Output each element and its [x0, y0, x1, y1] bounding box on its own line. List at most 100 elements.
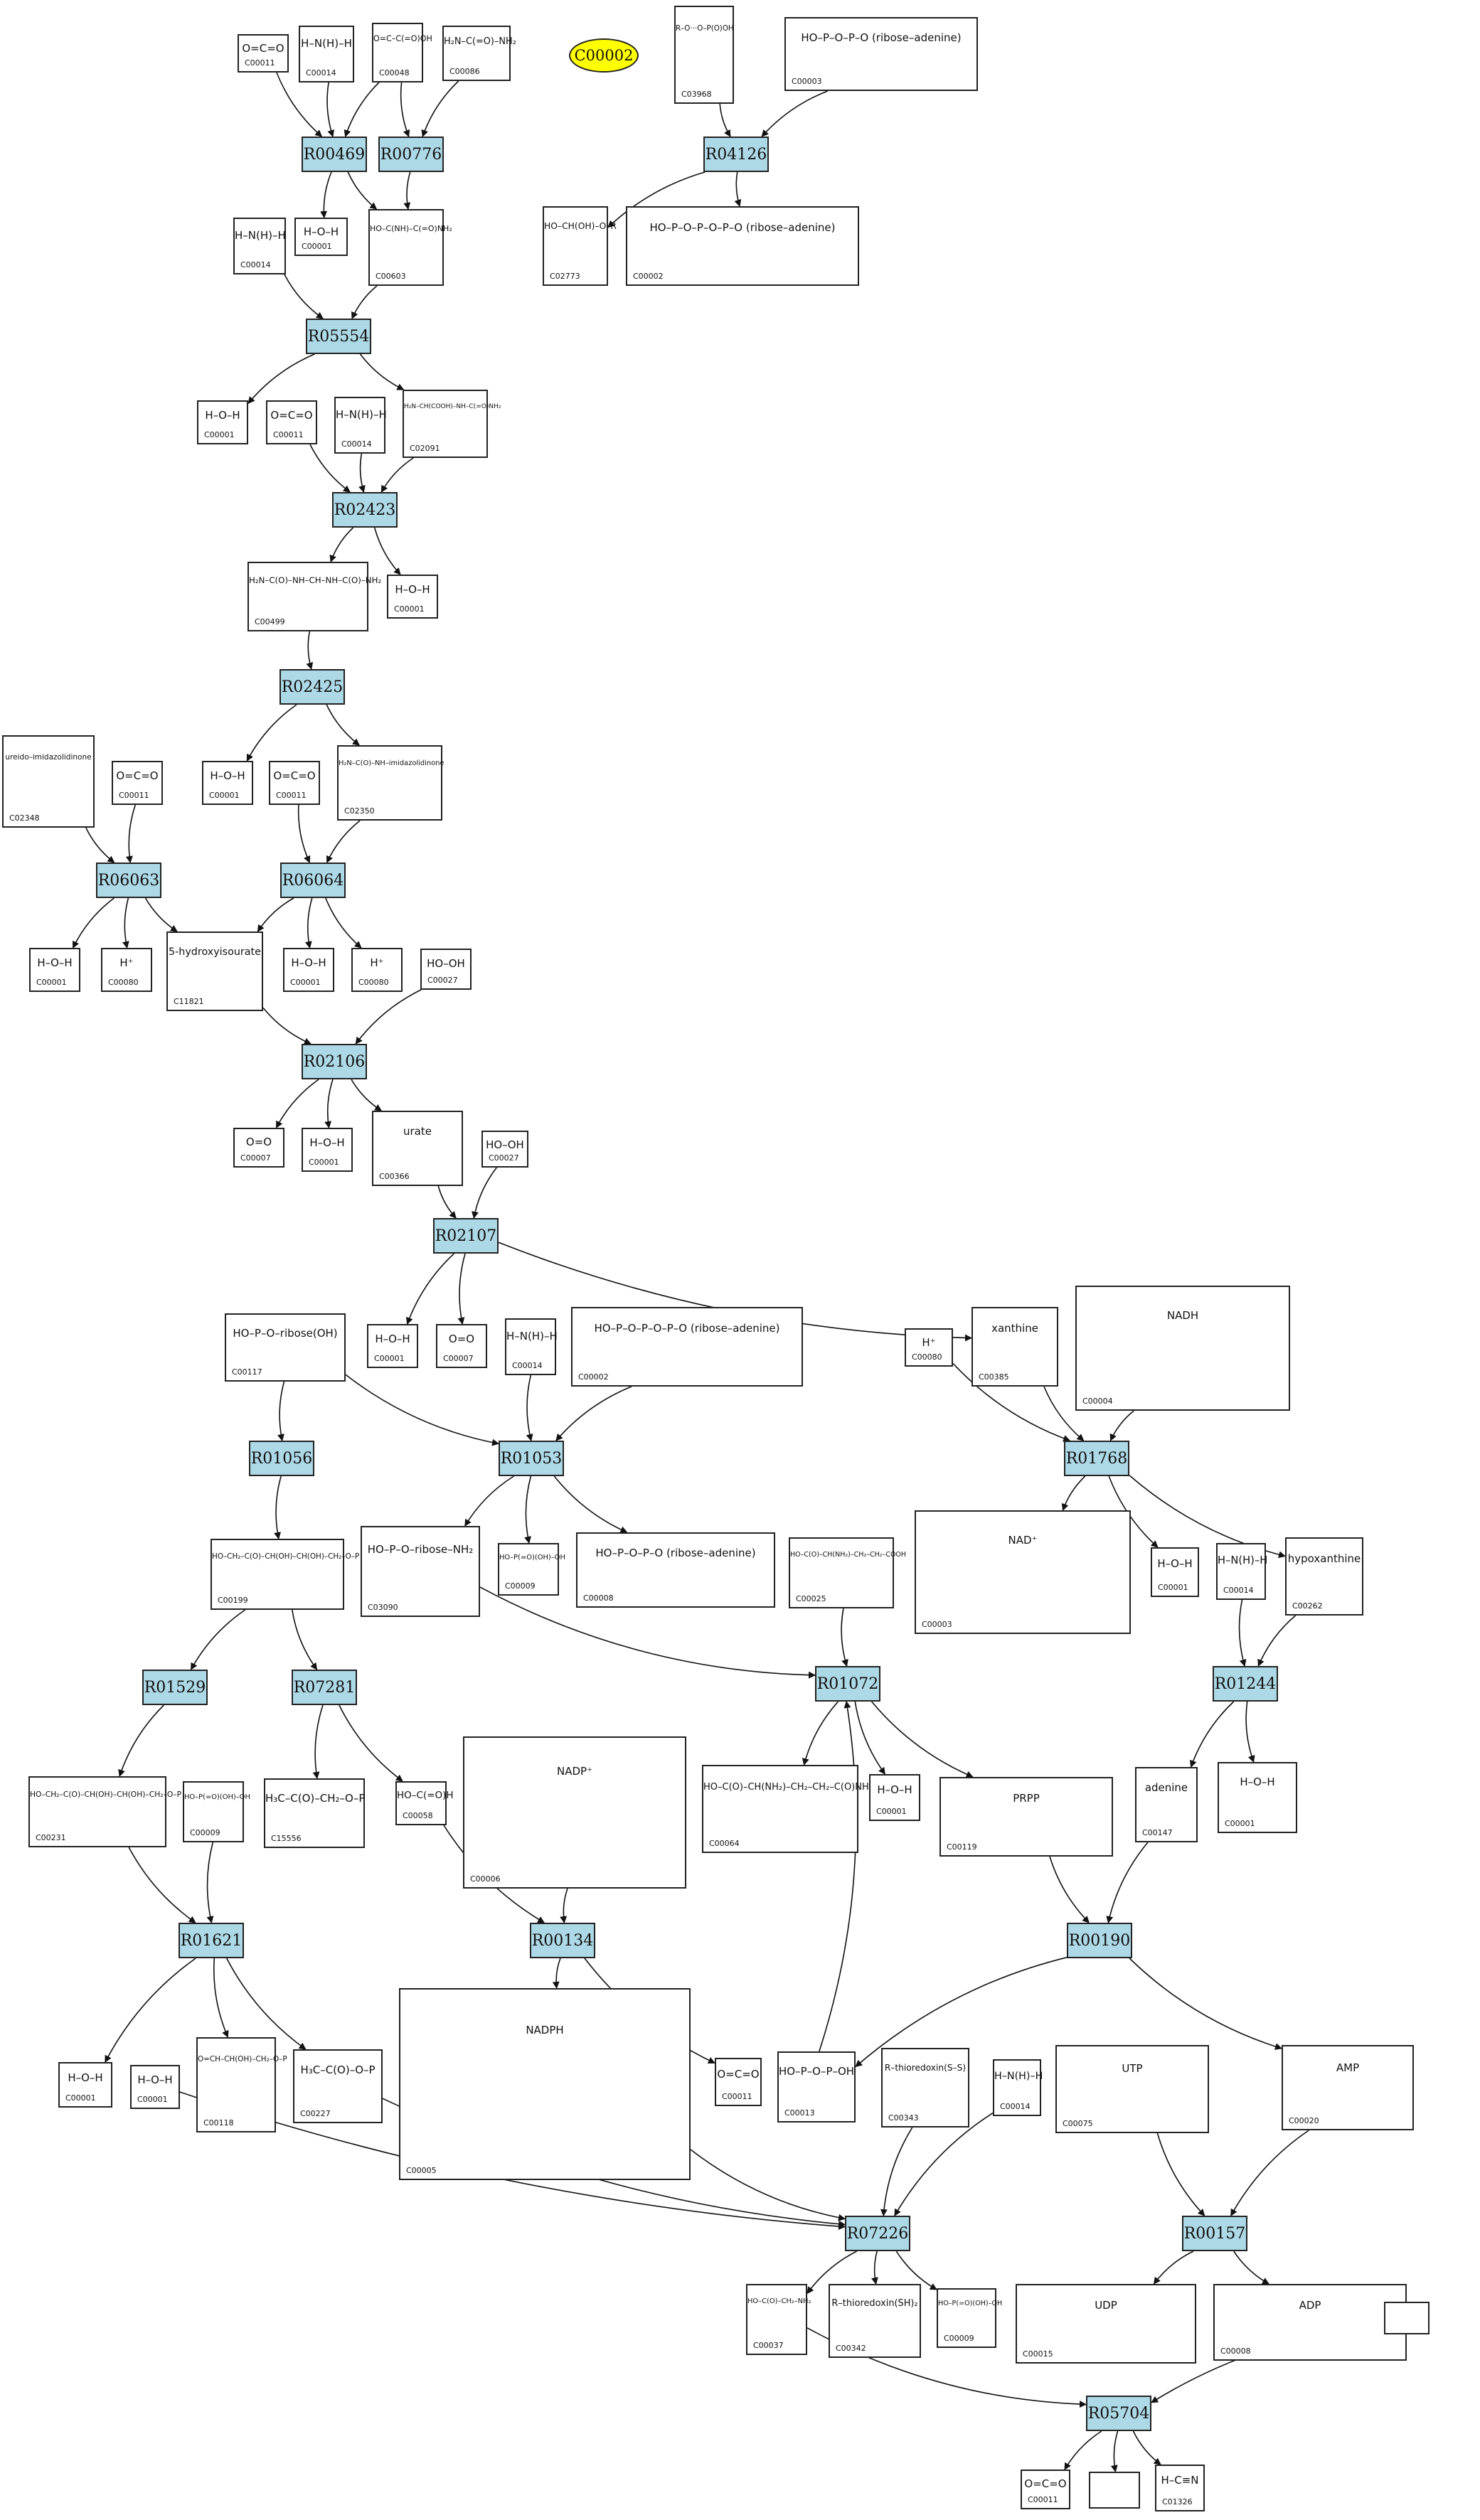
reaction-r01621[interactable]: R01621	[179, 1923, 244, 1958]
compound-blank-77[interactable]	[1089, 2472, 1140, 2509]
compound-c00002[interactable]: HO–P–O–P–O–P–O (ribose–adenine)C00002	[626, 206, 859, 286]
reaction-r01053[interactable]: R01053	[499, 1441, 564, 1476]
reaction-r02107[interactable]: R02107	[433, 1218, 499, 1254]
compound-c00080[interactable]: H⁺C00080	[905, 1328, 953, 1367]
reaction-r00469[interactable]: R00469	[302, 137, 367, 172]
reaction-r01768[interactable]: R01768	[1064, 1441, 1129, 1476]
compound-c00002[interactable]: HO–P–O–P–O–P–O (ribose–adenine)C00002	[571, 1307, 803, 1387]
reaction-r00190[interactable]: R00190	[1067, 1923, 1132, 1958]
reaction-r00157[interactable]: R00157	[1182, 2216, 1247, 2251]
reaction-r06063[interactable]: R06063	[96, 863, 161, 898]
compound-blank-75[interactable]	[1384, 2302, 1430, 2334]
reaction-r01529[interactable]: R01529	[142, 1670, 208, 1705]
reaction-r00134[interactable]: R00134	[530, 1923, 595, 1958]
reaction-r07226[interactable]: R07226	[845, 2216, 910, 2251]
reaction-r01056[interactable]: R01056	[249, 1441, 314, 1476]
reaction-r02425[interactable]: R02425	[280, 669, 345, 705]
reaction-r07281[interactable]: R07281	[292, 1670, 357, 1705]
reaction-r04126[interactable]: R04126	[703, 137, 769, 172]
compound-c00006[interactable]: NADP⁺C00006	[463, 1736, 686, 1889]
compound-c00117[interactable]: HO–P–O–ribose(OH)C00117	[225, 1313, 346, 1382]
reaction-r02106[interactable]: R02106	[302, 1044, 367, 1079]
reaction-r01244[interactable]: R01244	[1213, 1666, 1278, 1702]
compound-c00003[interactable]: NAD⁺C00003	[915, 1510, 1131, 1634]
highlight-compound-c00002[interactable]: C00002	[569, 38, 639, 73]
compound-c00343[interactable]: R–thioredoxin(S–S)C00343	[881, 2048, 969, 2127]
reaction-r02423[interactable]: R02423	[332, 492, 398, 528]
compound-c00080[interactable]: H⁺C00080	[101, 948, 152, 992]
compound-c00003[interactable]: HO–P–O–P–O (ribose–adenine)C00003	[784, 17, 978, 91]
reaction-r06064[interactable]: R06064	[280, 863, 346, 898]
reaction-r00776[interactable]: R00776	[378, 137, 444, 172]
reaction-r01072[interactable]: R01072	[815, 1666, 880, 1702]
compound-c00080[interactable]: H⁺C00080	[351, 948, 403, 992]
reaction-r05554[interactable]: R05554	[306, 319, 371, 354]
